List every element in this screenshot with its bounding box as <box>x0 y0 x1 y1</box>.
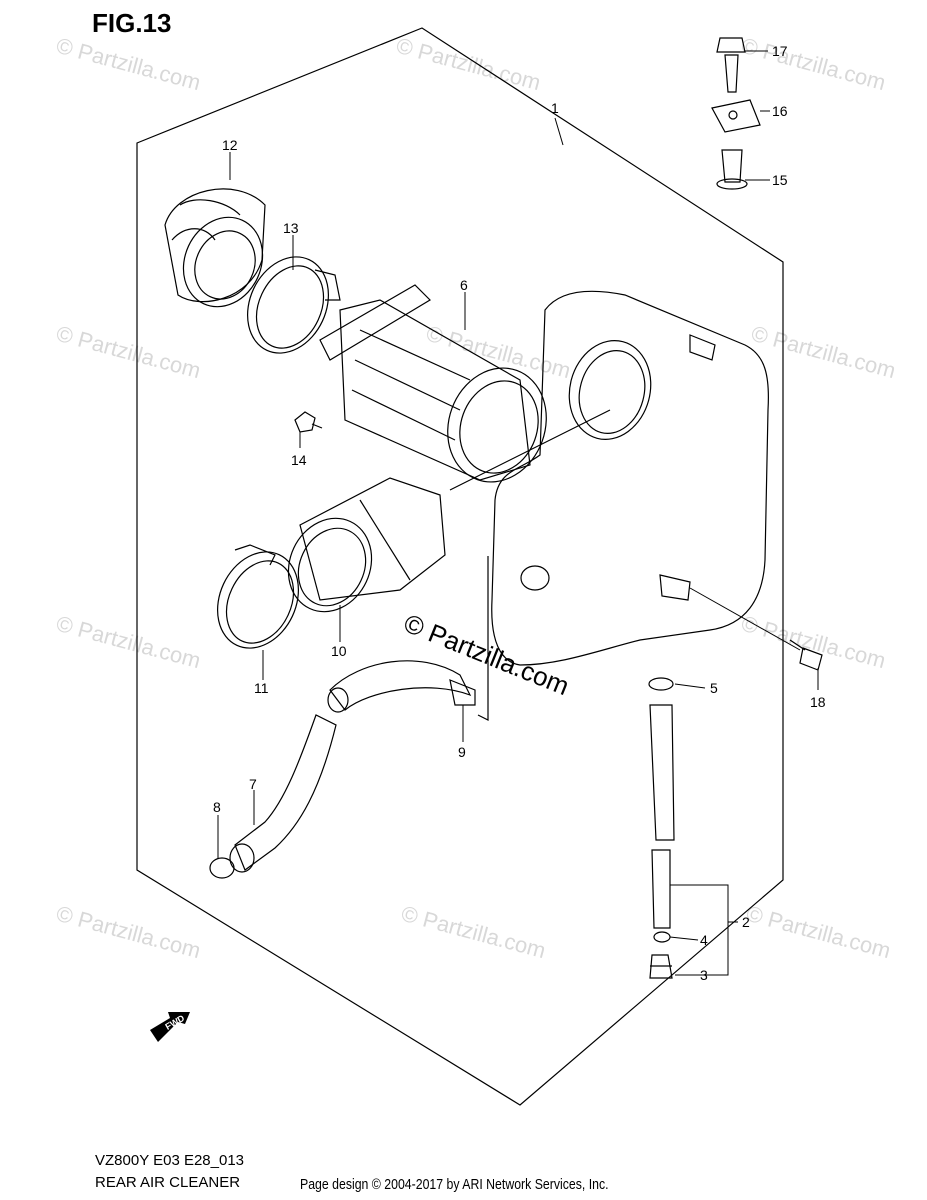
page-credit: Page design © 2004-2017 by ARI Network S… <box>300 1176 609 1193</box>
callout-6: 6 <box>460 277 468 293</box>
watermark-text: © Partzilla.com <box>739 33 889 96</box>
callout-17: 17 <box>772 43 788 59</box>
part-10-intake-tube[interactable] <box>273 477 446 625</box>
part-15-collar[interactable] <box>716 149 748 190</box>
callout-2: 2 <box>742 914 750 930</box>
part-8-plug[interactable] <box>209 857 235 879</box>
leader-lines <box>217 50 819 976</box>
callout-9: 9 <box>458 744 466 760</box>
callout-5: 5 <box>710 680 718 696</box>
callout-16: 16 <box>772 103 788 119</box>
callout-10: 10 <box>331 643 347 659</box>
part-9-hose-clamp[interactable] <box>327 556 489 721</box>
callout-4: 4 <box>700 932 708 948</box>
watermark-text: © Partzilla.com <box>739 611 889 674</box>
watermark-text: © Partzilla.com <box>54 33 204 96</box>
part-2-drain-tube-set[interactable] <box>648 677 675 979</box>
callout-11: 11 <box>254 680 269 696</box>
section-name: REAR AIR CLEANER <box>95 1174 241 1191</box>
callout-15: 15 <box>772 172 788 188</box>
part-17-bolt[interactable] <box>716 37 746 93</box>
part-1-air-cleaner-case[interactable] <box>449 290 769 666</box>
figure-title: FIG.13 <box>92 8 172 38</box>
part-7-drain-hose[interactable] <box>229 714 337 873</box>
callout-1: 1 <box>551 100 559 116</box>
watermark-text: © Partzilla.com <box>424 321 574 384</box>
callout-8: 8 <box>213 799 221 815</box>
watermark-text: © Partzilla.com <box>399 901 549 964</box>
part-16-bracket[interactable] <box>711 99 761 133</box>
model-code: VZ800Y E03 E28_013 <box>95 1152 245 1169</box>
watermark-text: © Partzilla.com <box>54 321 204 384</box>
callout-18: 18 <box>810 694 826 710</box>
callout-14: 14 <box>291 452 307 468</box>
watermark-text: © Partzilla.com <box>744 901 894 964</box>
callout-13: 13 <box>283 220 299 236</box>
part-6-filter-element[interactable] <box>319 284 562 496</box>
fwd-arrow-icon: FWD <box>150 1012 190 1042</box>
part-14-screw[interactable] <box>294 411 323 433</box>
watermark-text: © Partzilla.com <box>394 33 544 96</box>
watermark-text: © Partzilla.com <box>54 901 204 964</box>
part-13-clamp[interactable] <box>232 244 343 367</box>
watermark-text: © Partzilla.com <box>749 321 899 384</box>
callout-3: 3 <box>700 967 708 983</box>
callout-12: 12 <box>222 137 238 153</box>
part-12-intake-cover[interactable] <box>164 188 277 320</box>
callout-7: 7 <box>249 776 257 792</box>
watermark-text: © Partzilla.com <box>54 611 204 674</box>
part-11-clamp[interactable] <box>202 539 313 662</box>
assembly-outline <box>136 27 784 1106</box>
